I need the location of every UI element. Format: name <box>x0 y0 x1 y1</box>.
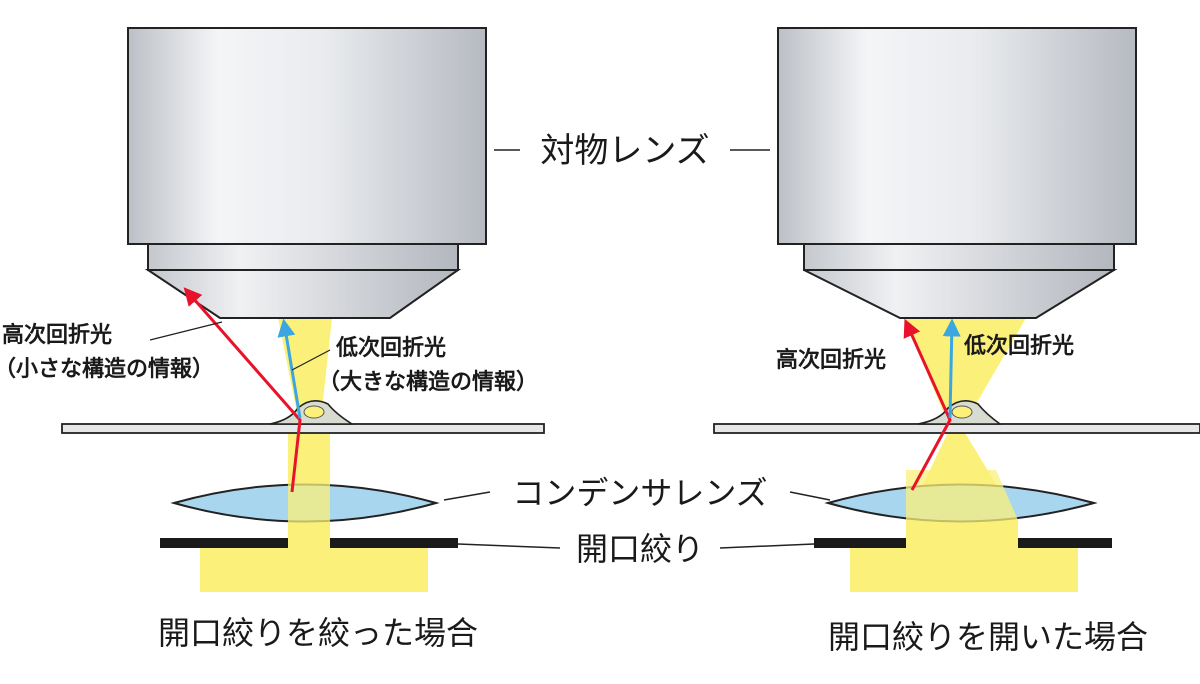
condenser-lens-label: コンデンサレンズ <box>512 474 767 512</box>
aperture-stop-left-a <box>160 538 288 548</box>
caption-open: 開口絞りを開いた場合 <box>828 618 1148 656</box>
center-labels: 対物レンズ コンデンサレンズ 開口絞り <box>443 131 831 568</box>
right-diagram-open <box>713 27 1200 592</box>
aperture-stop-left-b <box>330 538 458 548</box>
high-order-ray-left <box>183 287 302 493</box>
objective-lens-right <box>777 27 1137 319</box>
high-order-ray-right <box>903 318 952 491</box>
aperture-stop-right-a <box>814 538 906 548</box>
low-order-label-right: 低次回折光 <box>963 333 1074 359</box>
slide-right <box>713 423 1200 434</box>
light-below-stop-right <box>850 548 1078 592</box>
slide-left <box>61 423 545 434</box>
low-order-info-left: （大きな構造の情報） <box>318 369 538 395</box>
aperture-stop-right-b <box>1018 538 1112 548</box>
high-order-label-left: 高次回折光 <box>2 322 112 348</box>
high-order-label-right: 高次回折光 <box>776 347 886 373</box>
aperture-stop-label: 開口絞り <box>576 530 704 568</box>
light-below-stop-left <box>200 548 428 592</box>
left-diagram-closed <box>61 27 545 592</box>
objective-lens-label: 対物レンズ <box>540 131 709 171</box>
low-order-label-left: 低次回折光 <box>335 335 446 361</box>
objective-lens-left <box>127 27 487 319</box>
caption-closed: 開口絞りを絞った場合 <box>158 614 478 652</box>
high-order-info-left: （小さな構造の情報） <box>0 356 214 382</box>
low-order-ray-right <box>942 318 961 419</box>
